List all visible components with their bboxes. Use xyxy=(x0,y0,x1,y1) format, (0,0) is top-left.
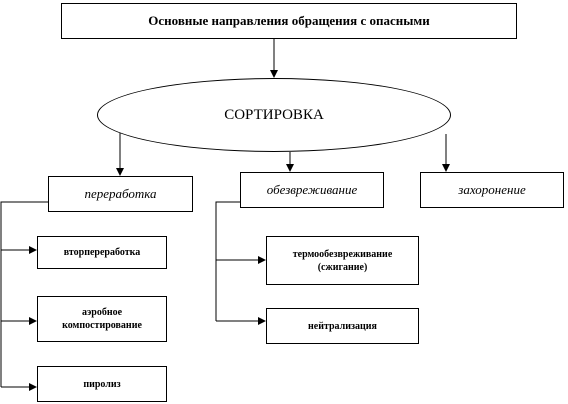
pyrolysis-box: пиролиз xyxy=(37,366,167,402)
incineration-label: термообезвреживание (сжигание) xyxy=(292,248,393,273)
recycling-box: вторпереработка xyxy=(37,236,167,269)
title-text: Основные направления обращения с опасным… xyxy=(148,13,430,28)
neutralizing-label: обезвреживание xyxy=(266,182,358,197)
sorting-text: СОРТИРОВКА xyxy=(224,106,324,123)
processing-box: переработка xyxy=(48,176,193,212)
composting-label: аэробное компостирование xyxy=(62,307,142,331)
burial-box: захоронение xyxy=(420,172,564,208)
recycling-label: вторпереработка xyxy=(63,247,141,258)
neutralizing-bracket xyxy=(215,201,240,321)
neutralizing-box: обезвреживание xyxy=(240,172,384,208)
neutralization-box: нейтрализация xyxy=(266,308,419,344)
pyrolysis-label: пиролиз xyxy=(83,378,121,390)
processing-label: переработка xyxy=(84,186,157,201)
composting-box: аэробное компостирование xyxy=(37,296,167,342)
burial-label: захоронение xyxy=(458,182,526,197)
sorting-ellipse: СОРТИРОВКА xyxy=(97,78,451,152)
title-box: Основные направления обращения с опасным… xyxy=(61,3,517,39)
incineration-box: термообезвреживание (сжигание) xyxy=(266,236,419,285)
processing-bracket xyxy=(0,201,48,387)
neutralization-label: нейтрализация xyxy=(308,320,377,332)
